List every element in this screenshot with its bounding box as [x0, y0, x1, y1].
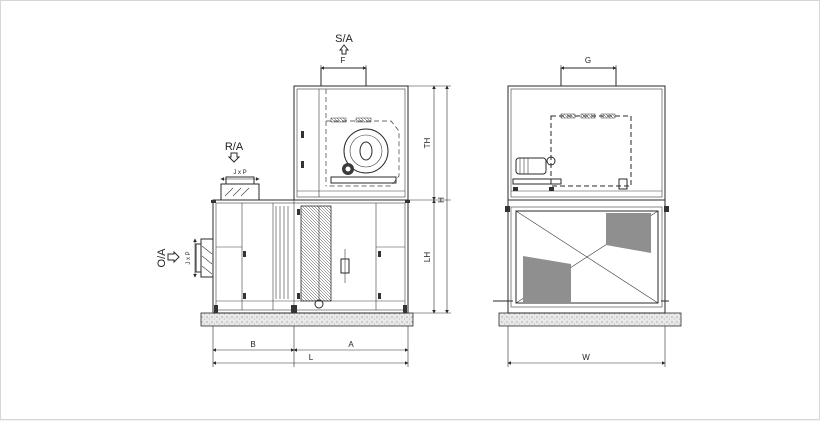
- supply-air-arrow-icon: [338, 44, 350, 55]
- front-fan-section: [507, 85, 666, 201]
- cooling-coil: [300, 205, 332, 302]
- coil-shade-top: [606, 213, 651, 253]
- coil-face: [515, 210, 659, 304]
- front-fan-housing: [550, 115, 632, 187]
- return-air-label: R/A: [225, 141, 244, 153]
- front-supply-outlet: [560, 67, 617, 87]
- supply-air-label: S/A: [335, 33, 353, 45]
- outside-air-damper: [200, 238, 214, 278]
- coil-shade-bottom: [523, 256, 571, 303]
- return-air-arrow-icon: [227, 152, 241, 163]
- dim-g-label: G: [585, 56, 591, 65]
- fan-section-inner: [296, 88, 406, 198]
- front-fan-motor: [515, 157, 547, 175]
- fan-housing: [326, 120, 400, 187]
- outside-air-arrow-icon: [167, 250, 180, 264]
- dim-b-label: B: [250, 340, 255, 349]
- dim-a-label: A: [348, 340, 354, 349]
- damper-top-size-label: J x P: [233, 170, 246, 176]
- supply-outlet: [320, 67, 367, 87]
- dim-th-label: TH: [423, 137, 432, 148]
- dim-w-label: W: [582, 353, 590, 362]
- side-view: S/A R/A O/A J x P J x P F TH H LH B A L: [156, 33, 451, 367]
- dim-f-label: F: [341, 56, 346, 65]
- front-base-texture: [499, 313, 681, 326]
- outside-air-label: O/A: [156, 248, 168, 268]
- damper-side-size-label: J x P: [186, 251, 192, 264]
- dim-l-label: L: [309, 353, 314, 362]
- lower-section-inner: [215, 202, 406, 311]
- drain-pan-fitting: [314, 299, 324, 309]
- side-base-texture: [201, 313, 413, 326]
- front-view: G W: [493, 56, 682, 367]
- dim-lh-label: LH: [423, 252, 432, 262]
- dim-h-label: H: [437, 197, 446, 203]
- fan-wheel: [343, 128, 389, 174]
- filter-bank: [275, 206, 289, 299]
- return-air-damper: [220, 183, 260, 201]
